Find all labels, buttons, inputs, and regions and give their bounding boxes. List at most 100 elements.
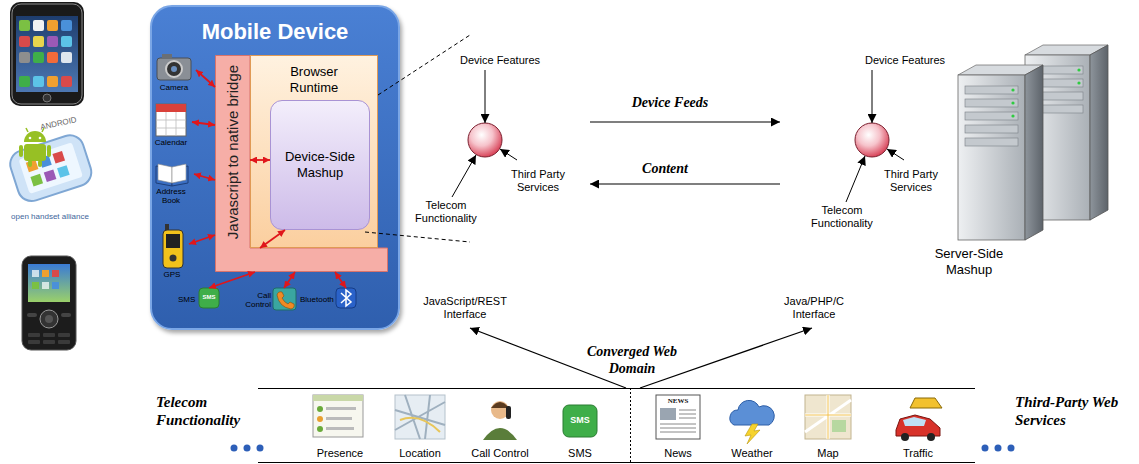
sms-icon — [563, 405, 597, 437]
input-arrow — [485, 70, 486, 123]
interface-label: JavaScript/REST Interface — [412, 295, 518, 321]
zoom-line — [378, 35, 470, 95]
calendar-icon — [156, 112, 186, 136]
iphone-picture — [19, 76, 30, 87]
label-holder: Location — [380, 447, 460, 460]
service-caption: Presence — [300, 447, 380, 460]
bridge-arrow — [260, 230, 285, 248]
device-feature-text: Address Book — [148, 187, 194, 205]
device-feature-text: SMS — [178, 295, 198, 304]
input-label: Device Features — [450, 54, 550, 67]
input-arrow — [846, 156, 865, 202]
label-holder: open handset alliance — [2, 212, 98, 222]
label-holder: Third Party Services — [507, 168, 569, 194]
bridge-arrow — [192, 122, 215, 125]
address-book-icon — [158, 164, 172, 183]
iphone-picture — [43, 94, 51, 102]
server-picture — [1011, 101, 1014, 104]
traffic-icon — [896, 415, 940, 436]
server-picture — [1025, 65, 1043, 240]
android-picture — [7, 132, 95, 205]
nokia-picture — [40, 310, 58, 328]
bluetooth-icon — [341, 290, 351, 306]
input-arrow — [872, 70, 873, 123]
server-picture — [965, 112, 1018, 120]
logo-text: open handset alliance — [2, 212, 98, 222]
ellipsis-dots — [257, 445, 264, 452]
call-control-icon — [506, 406, 511, 419]
nokia-picture — [32, 270, 39, 277]
ellipsis-dots — [244, 445, 251, 452]
android-picture — [7, 128, 95, 205]
input-label: Third Party Services — [880, 168, 942, 194]
text-holder: Mobile Device — [152, 19, 398, 45]
server-picture — [1011, 88, 1014, 91]
label-holder: SMS — [540, 447, 620, 460]
ellipsis-dots — [995, 445, 1002, 452]
iphone-picture — [61, 20, 72, 31]
service-caption: Call Control — [460, 447, 540, 460]
presence-icon — [317, 416, 323, 422]
nokia-picture — [32, 282, 39, 289]
location-icon — [395, 395, 445, 439]
bridge-arrow — [196, 70, 215, 87]
nokia-picture — [61, 313, 71, 317]
gps-icon — [163, 224, 183, 268]
iphone-picture — [47, 20, 58, 31]
server-picture — [1077, 81, 1080, 84]
android-picture — [38, 160, 42, 167]
label-holder: Content — [610, 160, 720, 177]
nokia-picture — [28, 340, 40, 344]
nokia-picture — [22, 256, 76, 350]
sms-icon — [563, 405, 597, 437]
camera-icon — [157, 58, 191, 80]
input-label: Telecom Functionality — [410, 199, 482, 225]
android-picture — [26, 160, 39, 173]
server-caption: Server-Side Mashup — [930, 246, 1008, 278]
server-picture — [965, 125, 1018, 133]
logo-text: ANDROID — [39, 115, 77, 131]
bridge-arrow — [189, 235, 215, 244]
server-picture — [1011, 114, 1014, 117]
device-feature: Call Control — [238, 288, 300, 314]
text-holder: Browser Runtime — [279, 64, 349, 96]
label-holder: JavaScript/REST Interface — [412, 295, 518, 321]
label-holder: Presence — [300, 447, 380, 460]
traffic-icon — [910, 398, 942, 408]
nokia-picture — [22, 256, 76, 350]
android-picture — [24, 131, 46, 142]
label-holder: Weather — [712, 447, 792, 460]
nokia-picture — [52, 282, 59, 289]
sms-icon — [199, 288, 219, 308]
iphone-picture — [33, 20, 44, 31]
traffic-icon — [927, 433, 935, 441]
server-picture — [965, 138, 1018, 146]
traffic-icon — [896, 398, 942, 441]
category-label: Third-Party Web Services — [1015, 393, 1119, 429]
label-holder: Java/PHP/C Interface — [766, 295, 862, 321]
camera-icon — [166, 61, 182, 77]
iphone-picture — [12, 4, 82, 104]
service-caption: Map — [788, 447, 868, 460]
label-holder: Telecom Functionality — [410, 199, 482, 225]
address-book-icon — [156, 166, 172, 186]
flow-arrow — [590, 183, 780, 184]
camera-icon — [157, 54, 191, 80]
input-label: Device Features — [855, 54, 955, 67]
interface-label: Java/PHP/C Interface — [766, 295, 862, 321]
flow-label: Device Feeds — [610, 94, 730, 111]
sms-icon — [199, 288, 219, 308]
map-icon — [805, 395, 851, 439]
news-icon — [656, 395, 700, 439]
camera-icon — [171, 66, 177, 72]
label-holder: ANDROID — [28, 112, 88, 130]
iphone-picture — [47, 52, 58, 63]
calendar-icon — [156, 104, 186, 136]
android-picture — [28, 160, 32, 167]
label-holder: Device Feeds — [610, 94, 730, 111]
nokia-picture — [42, 282, 49, 289]
nokia-picture — [58, 333, 70, 337]
bridge-band-text: Javascript to native bridge — [224, 64, 242, 238]
news-icon — [660, 410, 696, 432]
mashup-box: Device-Side Mashup — [270, 100, 370, 230]
